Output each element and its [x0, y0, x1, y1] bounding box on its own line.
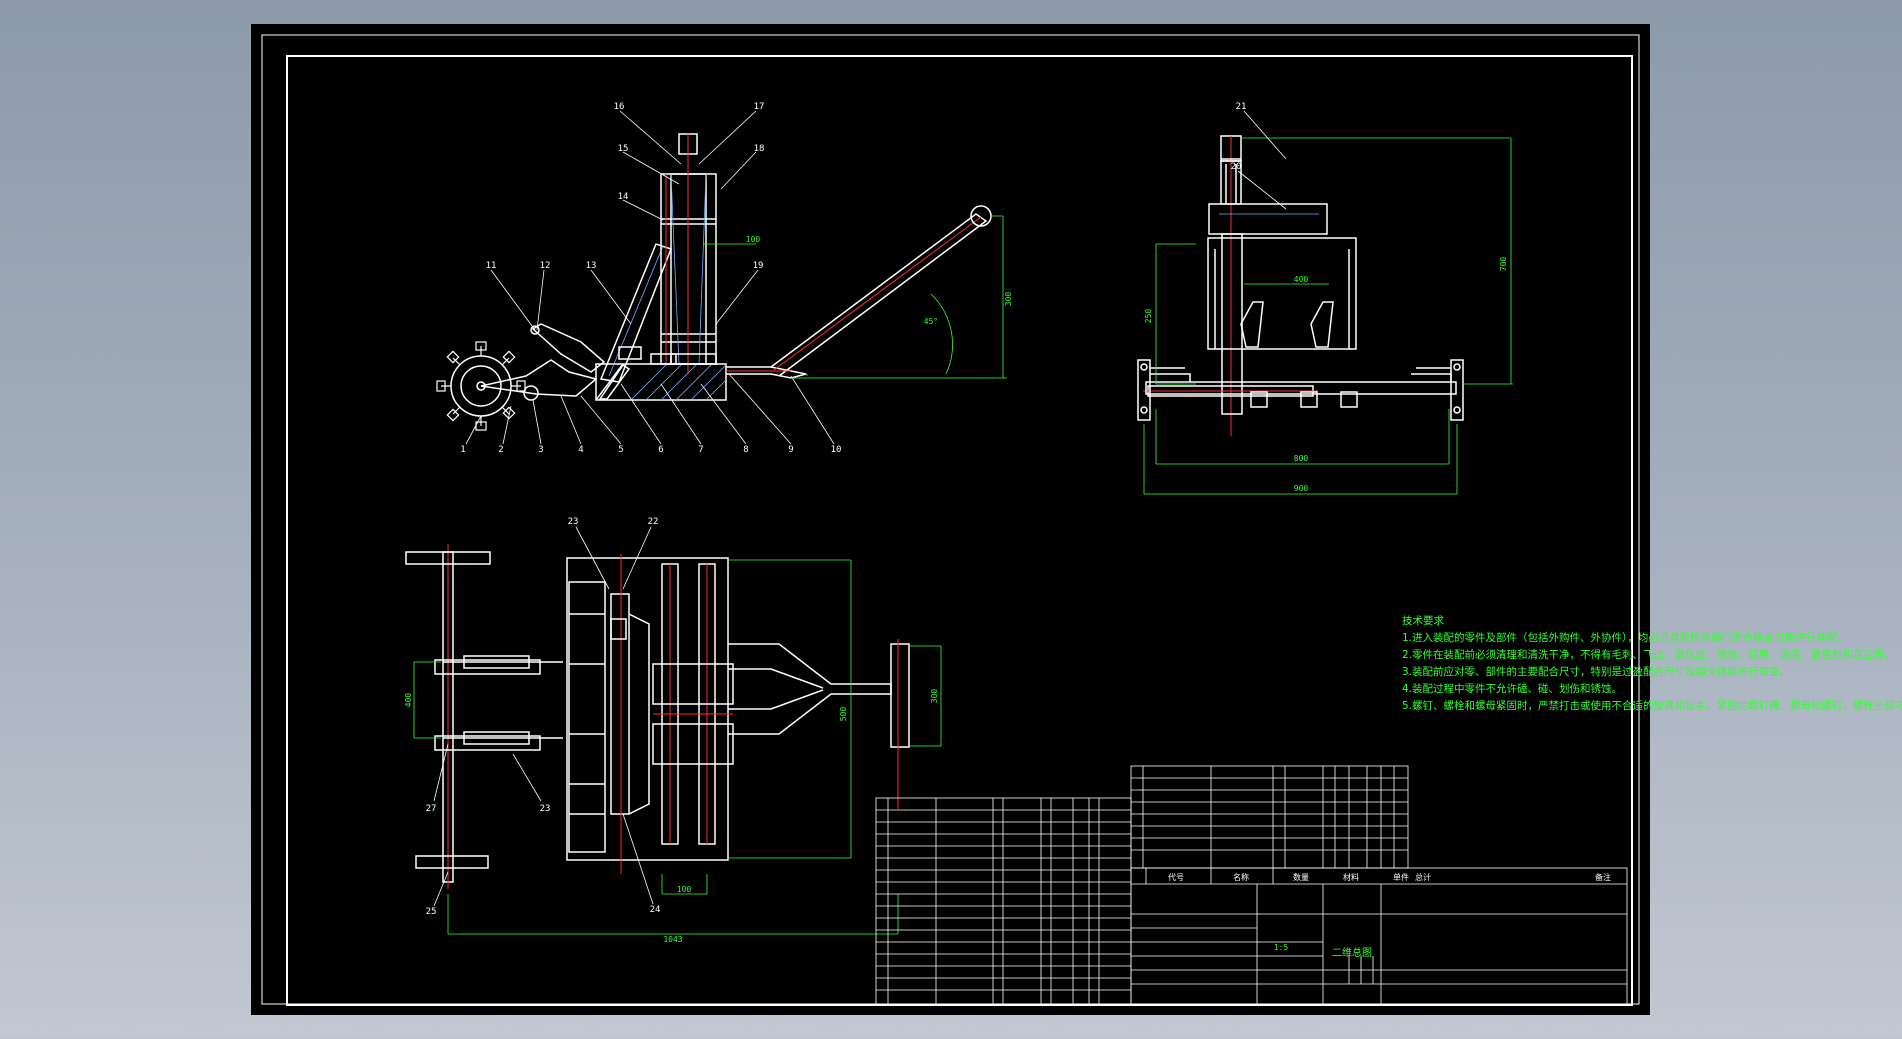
label-25: 25 — [426, 907, 437, 917]
label-22: 22 — [648, 517, 659, 527]
side-view — [436, 110, 1007, 445]
dim-side-height: 300 — [1004, 292, 1013, 307]
drawing-title: 二维总图 — [1332, 946, 1372, 959]
label-23a: 23 — [568, 517, 579, 527]
title-block — [875, 765, 1628, 1005]
label-4: 4 — [578, 445, 583, 455]
label-8: 8 — [743, 445, 748, 455]
tech-item-2: 2.零件在装配前必须清理和清洗干净，不得有毛刺、飞边、氧化皮、锈蚀、切屑、油污、… — [1402, 649, 1896, 661]
label-6: 6 — [658, 445, 663, 455]
dim-side-angle: 45° — [924, 317, 938, 326]
tech-heading: 技术要求 — [1402, 615, 1444, 627]
label-24: 24 — [650, 905, 661, 915]
front-view-dims: 800 900 250 700 400 — [1144, 257, 1508, 493]
label-9: 9 — [788, 445, 793, 455]
tech-item-3: 3.装配前应对零、部件的主要配合尺寸，特别是过盈配合尺寸及相关精度进行复查。 — [1402, 666, 1791, 678]
inner-border — [286, 55, 1633, 1006]
dim-top-handle: 300 — [930, 689, 939, 704]
front-view — [1137, 110, 1513, 495]
dim-front-inner: 800 — [1294, 454, 1309, 463]
label-13: 13 — [586, 261, 597, 271]
scale-value: 1:5 — [1274, 943, 1289, 952]
outer-border — [261, 34, 1640, 1005]
dim-top-total: 1043 — [663, 935, 682, 944]
label-15: 15 — [618, 144, 629, 154]
dim-front-top: 400 — [1294, 275, 1309, 284]
label-5: 5 — [618, 445, 623, 455]
header-code: 代号 — [1168, 872, 1184, 882]
label-16: 16 — [614, 102, 625, 112]
label-2: 2 — [498, 445, 503, 455]
label-27: 27 — [426, 804, 437, 814]
top-view-dims: 1043 500 300 400 100 — [404, 689, 939, 944]
dim-front-outer: 900 — [1294, 484, 1309, 493]
label-17: 17 — [754, 102, 765, 112]
side-view-dims: 300 45° 100 — [746, 235, 1013, 326]
tech-item-4: 4.装配过程中零件不允许磕、碰、划伤和锈蚀。 — [1402, 683, 1623, 695]
top-view-labels: 23 22 27 23 25 24 — [426, 517, 661, 917]
drawing-sheet: 1 2 3 4 5 6 7 8 9 10 16 17 15 18 14 11 1… — [251, 24, 1902, 1015]
technical-requirements: 技术要求 1.进入装配的零件及部件（包括外购件、外协件），均必须具有检验部门的合… — [1402, 613, 1902, 715]
label-20: 20 — [1231, 162, 1242, 172]
front-view-labels: 21 20 — [1231, 102, 1247, 172]
label-23b: 23 — [540, 804, 551, 814]
dim-front-left: 250 — [1144, 309, 1153, 324]
header-qty: 数量 — [1293, 872, 1309, 882]
tech-item-1: 1.进入装配的零件及部件（包括外购件、外协件），均必须具有检验部门的合格证方能进… — [1402, 632, 1848, 644]
label-21: 21 — [1236, 102, 1247, 112]
label-3: 3 — [538, 445, 543, 455]
header-remark: 备注 — [1595, 872, 1611, 882]
header-name: 名称 — [1233, 872, 1249, 882]
cad-drawing: 1 2 3 4 5 6 7 8 9 10 16 17 15 18 14 11 1… — [261, 34, 1640, 1006]
top-view — [405, 526, 942, 935]
label-1: 1 — [460, 445, 465, 455]
dim-top-main: 500 — [839, 707, 848, 722]
label-18: 18 — [754, 144, 765, 154]
dim-front-right: 700 — [1499, 257, 1508, 272]
label-10: 10 — [831, 445, 842, 455]
header-total: 总计 — [1415, 872, 1431, 882]
header-material: 材料 — [1343, 872, 1359, 882]
wheel — [436, 341, 526, 431]
dim-top-span: 400 — [404, 693, 413, 708]
header-unit: 单件 — [1393, 872, 1409, 882]
tech-item-5: 5.螺钉、螺栓和螺母紧固时，严禁打击或使用不合适的旋具和扳手，紧固后螺钉槽、螺母… — [1402, 700, 1902, 712]
label-19: 19 — [753, 261, 764, 271]
dim-side-small: 100 — [746, 235, 761, 244]
label-14: 14 — [618, 192, 629, 202]
label-12: 12 — [540, 261, 551, 271]
label-11: 11 — [486, 261, 497, 271]
side-view-labels: 1 2 3 4 5 6 7 8 9 10 16 17 15 18 14 11 1… — [460, 102, 841, 455]
title-block-text: 代号 名称 数量 材料 单件 总计 备注 二维总图 1:5 — [1168, 872, 1611, 959]
label-7: 7 — [698, 445, 703, 455]
dim-top-gap: 100 — [677, 885, 692, 894]
